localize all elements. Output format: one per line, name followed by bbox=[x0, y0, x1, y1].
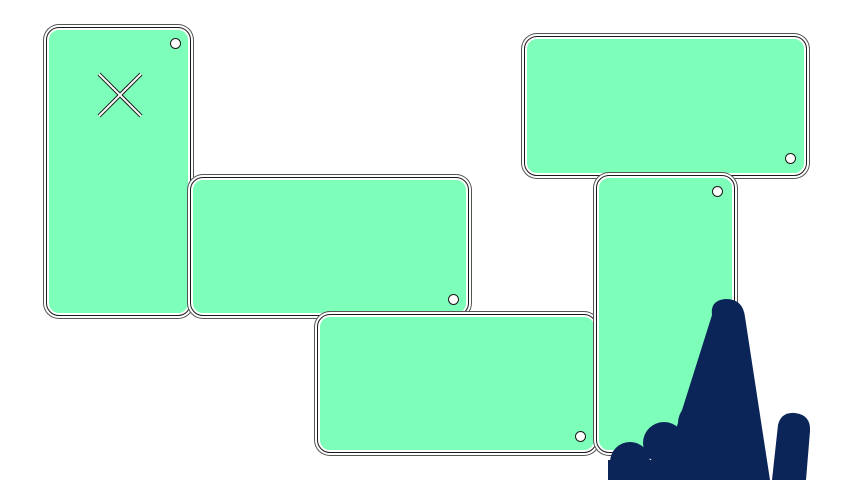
pin-icon bbox=[785, 153, 796, 164]
tile-tall-left[interactable] bbox=[46, 27, 191, 316]
tile-middle-left[interactable] bbox=[190, 177, 469, 316]
tile-bottom-middle[interactable] bbox=[317, 314, 597, 453]
tile-top-right[interactable] bbox=[524, 36, 807, 176]
pin-icon bbox=[712, 186, 723, 197]
close-icon bbox=[97, 72, 143, 118]
pin-icon bbox=[575, 431, 586, 442]
pin-icon bbox=[448, 294, 459, 305]
pin-icon bbox=[170, 38, 181, 49]
pointing-hand-icon bbox=[608, 299, 811, 480]
